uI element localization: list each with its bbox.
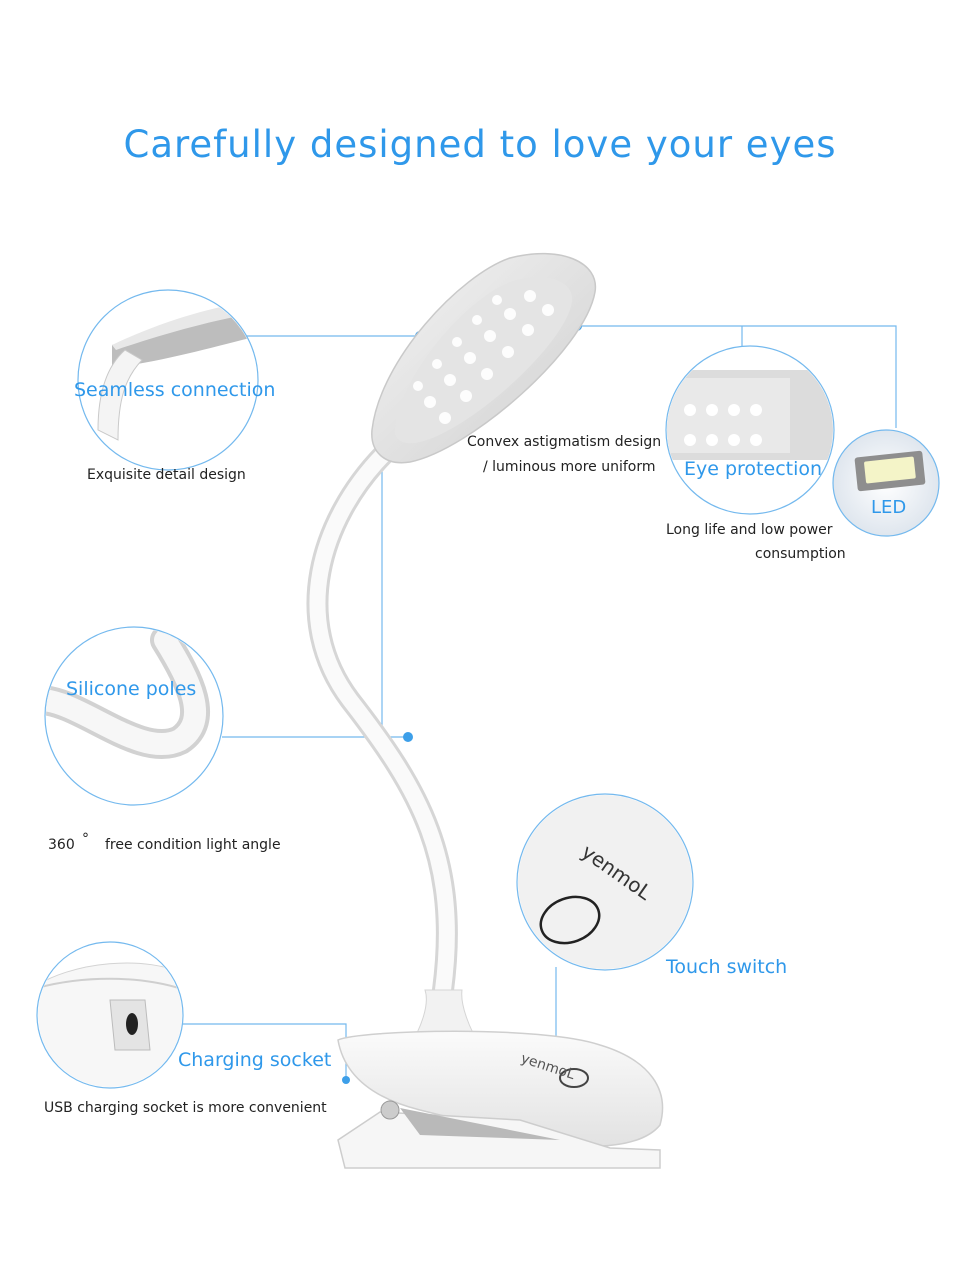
page-title: Carefully designed to love your eyes — [123, 123, 837, 166]
eye-protection-title: Eye protection — [684, 458, 823, 480]
angle-caption-degree: ° — [82, 831, 89, 847]
charging-socket-circle — [36, 941, 184, 1089]
touch-switch-circle: yenmoL — [516, 793, 694, 971]
lamp-head — [371, 252, 597, 464]
charging-socket-caption: USB charging socket is more convenient — [44, 1100, 327, 1116]
seamless-connection-title: Seamless connection — [74, 379, 276, 401]
eye-protection-caption-line-1: Long life and low power — [666, 522, 833, 538]
led-label: LED — [871, 497, 907, 518]
touch-switch-title: Touch switch — [666, 956, 788, 978]
silicone-poles-title: Silicone poles — [66, 678, 197, 700]
seamless-connection-circle — [77, 289, 259, 471]
led-circle — [832, 429, 940, 537]
eye-protection-circle — [665, 345, 835, 515]
eye-protection-caption-line-2: consumption — [755, 546, 846, 562]
charging-socket-title: Charging socket — [178, 1049, 332, 1071]
angle-caption-number: 360 — [48, 837, 75, 853]
clip-base: yenmoL — [337, 989, 664, 1169]
silicone-poles-circle — [44, 626, 224, 806]
convex-caption-line-2: / luminous more uniform — [483, 459, 656, 475]
seamless-connection-caption: Exquisite detail design — [87, 467, 246, 483]
angle-caption-text: free condition light angle — [105, 837, 281, 853]
convex-caption-line-1: Convex astigmatism design — [467, 434, 662, 450]
